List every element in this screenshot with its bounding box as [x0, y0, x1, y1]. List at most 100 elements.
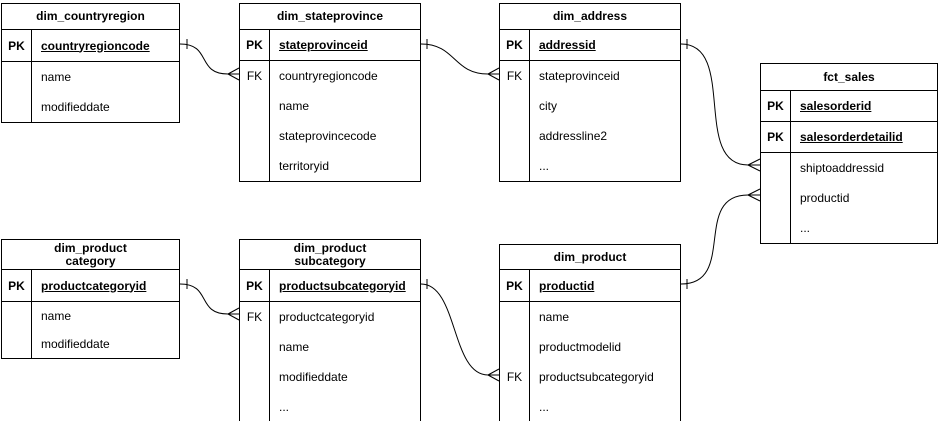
field-name: productmodelid [539, 340, 622, 354]
badge-cell [761, 153, 791, 183]
field-name: productcategoryid [279, 310, 375, 324]
attribute-row: FK productsubcategoryid [500, 362, 680, 392]
badge-cell [240, 362, 270, 392]
badge-cell [240, 121, 270, 151]
attribute-row: addressline2 [500, 121, 680, 151]
badge-cell [240, 91, 270, 121]
field-name: productid [539, 278, 595, 293]
pk-row: PK salesorderid [761, 91, 937, 122]
pk-badge: PK [500, 30, 530, 60]
attribute-row: ... [240, 392, 420, 421]
badge-cell [2, 330, 32, 358]
badge-cell [500, 91, 530, 121]
badge-cell [761, 213, 791, 243]
entity-dim-address[interactable]: dim_address PK addressid FK stateprovinc… [499, 3, 681, 182]
relation-stateprovince-address[interactable] [420, 39, 500, 81]
relation-productsubcategory-product[interactable] [420, 279, 500, 382]
relation-line [420, 283, 489, 376]
field-name: addressline2 [539, 129, 608, 143]
crow-foot-icon [747, 158, 761, 172]
attribute-row: FK countryregioncode [240, 61, 420, 91]
fk-badge: FK [240, 302, 270, 332]
attribute-row: name [240, 91, 420, 121]
entity-dim-countryregion[interactable]: dim_countryregion PK countryregioncode n… [1, 3, 180, 123]
field-name: addressid [539, 38, 596, 52]
badge-cell [240, 151, 270, 181]
field-name: stateprovinceid [279, 38, 368, 52]
field-name: productid [800, 191, 850, 205]
entity-title: dim_address [500, 4, 680, 30]
fk-badge: FK [500, 362, 530, 392]
pk-badge: PK [761, 91, 791, 121]
entity-title: dim_product [500, 245, 680, 270]
attribute-row: ... [500, 392, 680, 421]
badge-cell [500, 302, 530, 332]
crow-foot-icon [227, 67, 240, 81]
field-name: modifieddate [41, 100, 110, 114]
relation-line [179, 283, 229, 315]
field-name: territoryid [279, 159, 330, 173]
badge-cell [500, 392, 530, 421]
relation-productcategory-productsubcategory[interactable] [179, 279, 240, 321]
relation-countryregion-stateprovince[interactable] [179, 39, 240, 81]
badge-cell [500, 151, 530, 181]
attribute-row: productmodelid [500, 332, 680, 362]
entity-dim-product[interactable]: dim_product PK productid name productmod… [499, 244, 681, 421]
badge-cell [2, 92, 32, 122]
field-name: salesorderdetailid [800, 130, 903, 144]
relation-line [179, 43, 229, 75]
attribute-row: modifieddate [240, 362, 420, 392]
badge-cell [500, 332, 530, 362]
field-name: salesorderid [800, 99, 872, 113]
field-name: countryregioncode [279, 69, 378, 83]
pk-row: PK salesorderdetailid [761, 122, 937, 153]
relation-line [680, 43, 749, 166]
relation-line [420, 43, 489, 75]
attribute-row: ... [500, 151, 680, 181]
attribute-row: FK productcategoryid [240, 302, 420, 332]
field-name: name [279, 340, 310, 354]
entity-dim-stateprovince[interactable]: dim_stateprovince PK stateprovinceid FK … [239, 3, 421, 182]
pk-badge: PK [761, 122, 791, 152]
entity-dim-productsubcategory[interactable]: dim_product subcategory PK productsubcat… [239, 239, 421, 421]
field-name: ... [279, 400, 290, 414]
badge-cell [761, 183, 791, 213]
pk-badge: PK [240, 270, 270, 301]
attribute-row: name [2, 62, 179, 92]
entity-fct-sales[interactable]: fct_sales PK salesorderid PK salesorderd… [760, 63, 938, 244]
field-name: name [41, 309, 72, 323]
attribute-row: name [500, 302, 680, 332]
pk-badge: PK [240, 30, 270, 60]
fk-badge: FK [240, 61, 270, 91]
pk-row: PK productid [500, 270, 680, 302]
entity-dim-productcategory[interactable]: dim_product category PK productcategoryi… [1, 239, 180, 359]
field-name: shiptoaddressid [800, 161, 885, 175]
badge-cell [2, 302, 32, 330]
badge-cell [240, 392, 270, 421]
attribute-row: modifieddate [2, 92, 179, 122]
pk-badge: PK [2, 270, 32, 301]
entity-title: dim_stateprovince [240, 4, 420, 30]
badge-cell [500, 121, 530, 151]
crow-foot-icon [747, 188, 761, 202]
attribute-row: ... [761, 213, 937, 243]
attribute-row: FK stateprovinceid [500, 61, 680, 91]
relation-address-fctsales[interactable] [680, 39, 761, 172]
attribute-row: productid [761, 183, 937, 213]
pk-badge: PK [2, 30, 32, 61]
field-name: modifieddate [41, 337, 110, 351]
field-name: name [41, 70, 72, 84]
field-name: city [539, 99, 557, 113]
pk-badge: PK [500, 270, 530, 301]
pk-row: PK addressid [500, 30, 680, 61]
attribute-row: name [240, 332, 420, 362]
badge-cell [2, 62, 32, 92]
crow-foot-icon [227, 307, 240, 321]
attribute-row: shiptoaddressid [761, 153, 937, 183]
relation-product-fctsales[interactable] [680, 188, 761, 289]
pk-row: PK countryregioncode [2, 30, 179, 62]
entity-title: dim_product subcategory [240, 240, 420, 270]
attribute-row: modifieddate [2, 330, 179, 358]
badge-cell [240, 332, 270, 362]
